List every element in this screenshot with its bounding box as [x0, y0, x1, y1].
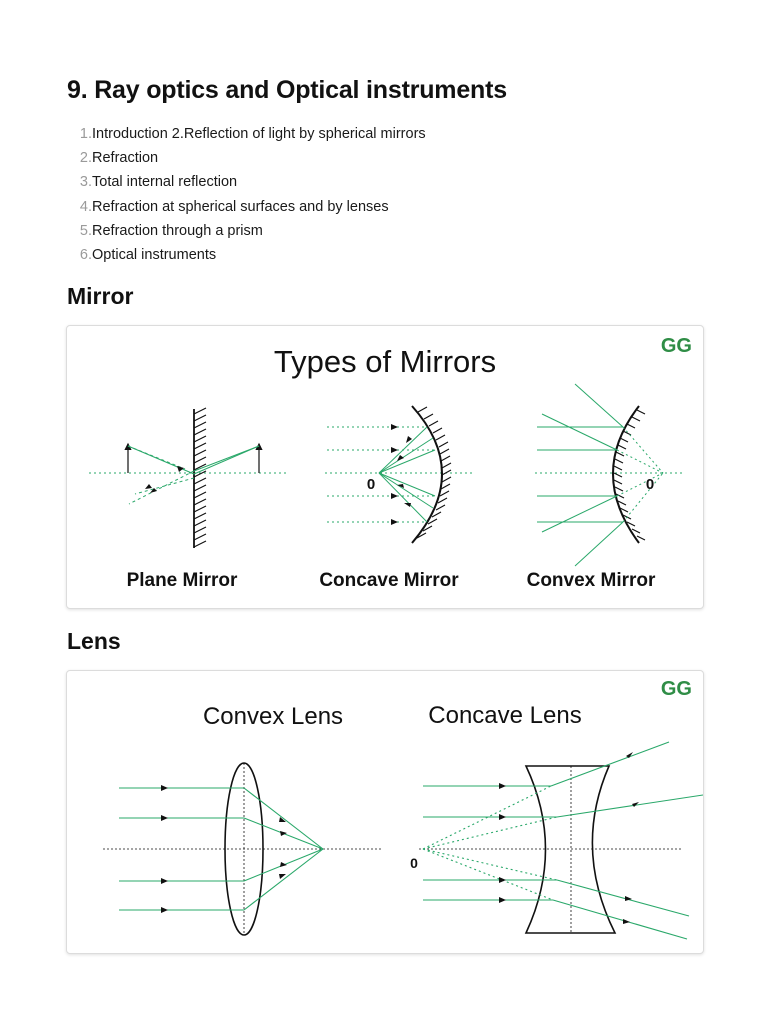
- figure-title: Types of Mirrors: [274, 344, 496, 379]
- concave-mirror-diagram: 0: [325, 405, 475, 544]
- plane-mirror-label: Plane Mirror: [127, 570, 238, 591]
- mirror-heading: Mirror: [67, 283, 134, 309]
- list-item: 3.Total internal reflection: [67, 171, 426, 195]
- lens-figure-card: GG Convex Lens Concave Lens: [66, 670, 704, 954]
- mirror-diagram: GG Types of Mirrors: [89, 335, 692, 591]
- list-item: 2.Refraction: [67, 147, 426, 171]
- concave-lens-diagram: 0: [410, 741, 703, 940]
- svg-text:GG: GG: [661, 678, 692, 700]
- convex-mirror-diagram: 0: [535, 383, 685, 567]
- list-item: 1.Introduction 2.Reflection of light by …: [67, 123, 426, 147]
- concave-mirror-label: Concave Mirror: [319, 570, 459, 591]
- mirror-figure-card: GG Types of Mirrors: [66, 325, 704, 609]
- list-number: 2.: [79, 150, 92, 167]
- list-number: 6.: [79, 246, 92, 263]
- list-number: 5.: [79, 222, 92, 239]
- concave-lens-title: Concave Lens: [428, 702, 581, 729]
- list-item: 6.Optical instruments: [67, 244, 426, 268]
- list-number: 4.: [79, 198, 92, 215]
- convex-lens-title: Convex Lens: [203, 703, 343, 730]
- plane-mirror-diagram: [89, 407, 289, 548]
- convex-mirror-label: Convex Mirror: [527, 570, 656, 591]
- gfg-logo-icon: GG: [661, 678, 692, 700]
- svg-text:GG: GG: [661, 335, 692, 357]
- list-number: 3.: [79, 174, 92, 191]
- list-text: Refraction at spherical surfaces and by …: [92, 198, 389, 215]
- list-text: Introduction 2.Reflection of light by sp…: [92, 126, 426, 142]
- topic-list: 1.Introduction 2.Reflection of light by …: [67, 123, 426, 268]
- page-title: 9. Ray optics and Optical instruments: [67, 76, 507, 104]
- point-label: 0: [410, 855, 418, 871]
- point-label: 0: [646, 476, 654, 493]
- convex-lens-diagram: [103, 762, 383, 936]
- gfg-logo-icon: GG: [661, 335, 692, 357]
- list-number: 1.: [79, 126, 92, 142]
- list-text: Refraction: [92, 150, 159, 167]
- list-text: Optical instruments: [92, 246, 217, 263]
- list-text: Refraction through a prism: [92, 222, 263, 239]
- lens-diagram: GG Convex Lens Concave Lens: [103, 678, 703, 940]
- list-item: 5.Refraction through a prism: [67, 220, 426, 244]
- point-label: 0: [367, 476, 375, 493]
- lens-heading: Lens: [67, 628, 121, 654]
- list-item: 4.Refraction at spherical surfaces and b…: [67, 196, 426, 220]
- list-text: Total internal reflection: [92, 174, 238, 191]
